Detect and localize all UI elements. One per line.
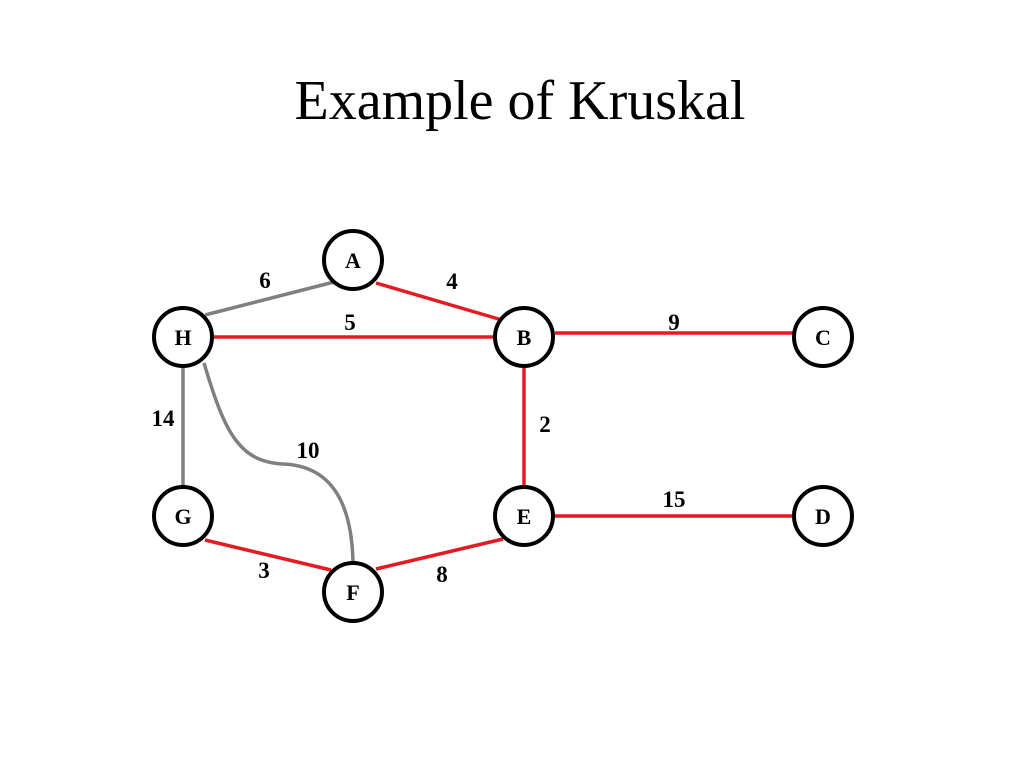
edge-a-b bbox=[375, 281, 503, 322]
node-label-b: B bbox=[517, 325, 532, 350]
node-a: A bbox=[322, 229, 384, 291]
edge-g-f bbox=[204, 538, 332, 572]
node-label-f: F bbox=[346, 580, 359, 605]
node-label-e: E bbox=[517, 504, 532, 529]
node-c: C bbox=[792, 306, 854, 368]
node-label-c: C bbox=[815, 325, 831, 350]
node-label-a: A bbox=[345, 248, 361, 273]
slide-title: Example of Kruskal bbox=[294, 70, 746, 132]
node-h: H bbox=[152, 306, 214, 368]
edge-h-f bbox=[202, 362, 355, 564]
node-d: D bbox=[792, 485, 854, 547]
weight-label-g-f: 3 bbox=[258, 558, 270, 583]
weight-label-h-b: 5 bbox=[344, 310, 356, 335]
weight-label-h-a: 6 bbox=[259, 268, 271, 293]
edge-f-e bbox=[375, 537, 504, 571]
weight-label-h-g: 14 bbox=[152, 406, 176, 431]
edge-h-a bbox=[204, 280, 335, 317]
node-e: E bbox=[493, 485, 555, 547]
weight-label-b-c: 9 bbox=[668, 310, 680, 335]
node-label-g: G bbox=[174, 504, 191, 529]
weight-label-e-d: 15 bbox=[663, 487, 686, 512]
node-b: B bbox=[493, 306, 555, 368]
weight-label-f-e: 8 bbox=[436, 562, 448, 587]
weight-label-h-f: 10 bbox=[297, 438, 320, 463]
node-g: G bbox=[152, 485, 214, 547]
node-f: F bbox=[322, 561, 384, 623]
node-label-h: H bbox=[174, 325, 191, 350]
node-label-d: D bbox=[815, 504, 831, 529]
weight-label-b-e: 2 bbox=[539, 412, 551, 437]
weight-label-a-b: 4 bbox=[446, 269, 458, 294]
